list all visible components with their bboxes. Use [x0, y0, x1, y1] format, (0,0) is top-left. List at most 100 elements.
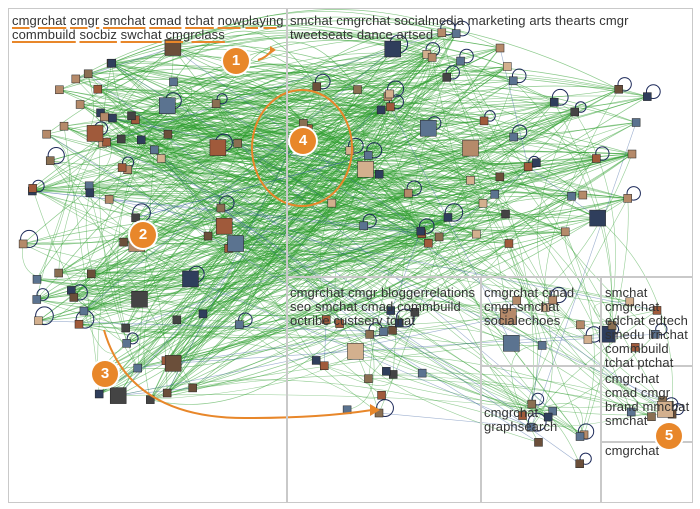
user-node: [235, 320, 244, 329]
network-edge: [109, 136, 514, 228]
hashtag-word: cmgrclass: [165, 27, 225, 42]
network-edge: [355, 351, 539, 443]
user-node: [456, 56, 465, 66]
self-loop: [577, 423, 595, 440]
user-node: [122, 339, 131, 348]
user-node: [537, 341, 547, 350]
network-edge: [207, 235, 658, 311]
user-node: [382, 367, 391, 376]
user-node: [416, 226, 426, 236]
self-loop: [366, 142, 383, 159]
user-node: [384, 40, 401, 58]
self-loop: [579, 452, 592, 465]
network-edge: [447, 217, 589, 340]
annotation-badge-2: 2: [130, 222, 156, 248]
self-loop: [216, 93, 228, 105]
user-node: [509, 132, 518, 142]
network-edge: [574, 111, 616, 335]
user-node: [623, 194, 632, 203]
network-edge: [98, 192, 409, 395]
network-edge: [36, 85, 317, 280]
group-caption-g4: cmgrchat cmad cmgr smchat socialechoes: [484, 285, 575, 328]
user-node: [578, 190, 588, 200]
network-edge: [365, 169, 608, 335]
user-node: [345, 146, 355, 155]
user-node: [501, 209, 510, 219]
user-node: [627, 149, 637, 159]
network-edge: [135, 119, 209, 237]
node-layer: [18, 28, 677, 468]
network-edge: [172, 47, 427, 68]
user-node: [512, 296, 522, 305]
user-node: [209, 139, 227, 156]
user-node: [312, 82, 322, 91]
user-node: [472, 229, 481, 239]
network-edge: [118, 379, 532, 428]
panel-g6: [600, 365, 693, 443]
network-edge: [36, 47, 174, 300]
hashtag-word: smchat: [103, 13, 146, 28]
network-edge: [136, 242, 429, 245]
network-edge: [111, 62, 449, 218]
network-edge: [470, 180, 663, 401]
network-edge: [593, 301, 630, 326]
panel-g3: [286, 276, 482, 503]
hashtag-word: cmgrchat: [12, 13, 67, 28]
panel-g1: [8, 8, 288, 503]
self-loop: [20, 229, 39, 248]
self-loop: [314, 73, 331, 90]
user-node: [74, 319, 84, 329]
network-edge: [325, 57, 433, 320]
user-node: [443, 213, 453, 222]
network-edge: [110, 63, 421, 232]
network-edge: [324, 365, 663, 408]
user-node: [607, 321, 617, 330]
network-edge: [161, 66, 508, 159]
network-edge: [167, 158, 597, 394]
network-edge: [135, 119, 393, 331]
self-loop: [36, 288, 50, 301]
user-node: [651, 329, 660, 339]
network-edge: [383, 231, 422, 332]
network-edge: [118, 394, 553, 412]
self-loop: [35, 306, 54, 326]
network-edge: [126, 242, 429, 344]
user-node: [376, 105, 386, 115]
user-node: [379, 327, 388, 336]
panel-g7: [480, 365, 602, 503]
user-node: [109, 387, 127, 404]
network-edge: [166, 88, 619, 394]
network-edge: [36, 217, 598, 282]
network-edge: [106, 141, 382, 396]
user-node: [150, 145, 159, 155]
user-node: [87, 269, 96, 279]
user-node: [45, 156, 55, 165]
self-loop: [574, 101, 587, 113]
network-edge: [166, 198, 628, 394]
hashtag-word: cmad: [149, 13, 182, 28]
network-edge: [511, 345, 543, 443]
self-loop: [645, 84, 661, 100]
network-edge: [135, 69, 619, 121]
network-edge: [522, 409, 666, 427]
user-node: [589, 209, 606, 227]
network-edge: [176, 319, 340, 350]
user-node: [119, 237, 128, 247]
user-node: [83, 69, 93, 79]
user-node: [172, 315, 182, 325]
network-edge: [220, 207, 523, 416]
network-edge: [316, 86, 409, 194]
network-edge: [135, 155, 369, 219]
user-node: [386, 102, 395, 112]
network-edge: [73, 297, 509, 327]
network-edge: [460, 60, 666, 410]
user-node: [560, 227, 570, 237]
user-node: [543, 412, 553, 422]
network-edge: [316, 328, 512, 361]
self-loop: [388, 94, 404, 110]
user-node: [233, 139, 242, 148]
network-edge: [83, 153, 633, 312]
user-node: [32, 295, 42, 304]
network-edge: [323, 319, 327, 366]
self-loop: [444, 203, 464, 222]
